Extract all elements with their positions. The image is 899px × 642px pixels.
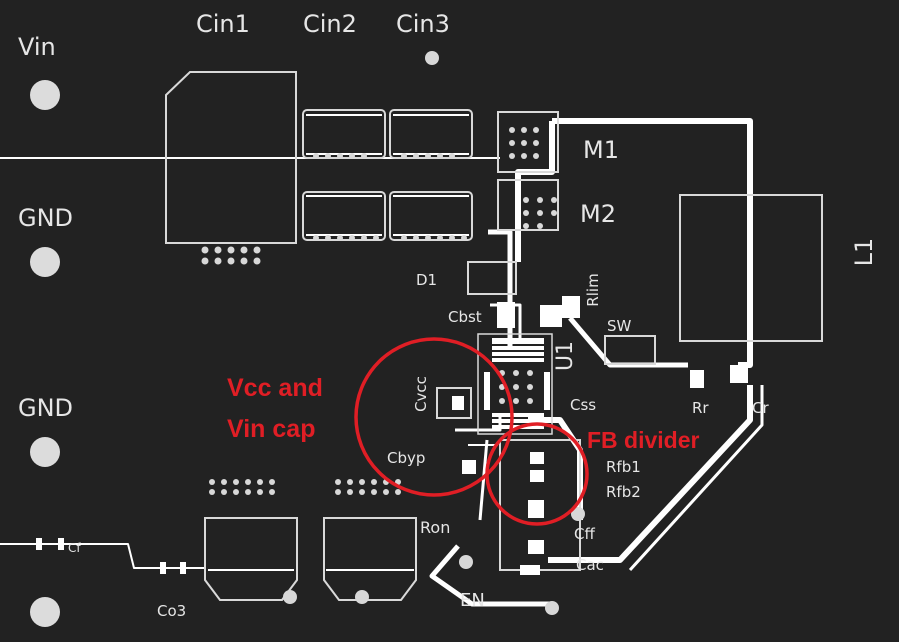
label-u1: U1 bbox=[553, 341, 578, 371]
label-css: Css bbox=[570, 396, 596, 414]
label-rfb2: Rfb2 bbox=[606, 483, 641, 501]
label-cbyp: Cbyp bbox=[387, 449, 425, 467]
en-trace bbox=[429, 544, 552, 607]
vin-test-point[interactable] bbox=[30, 80, 60, 110]
vias bbox=[201, 51, 585, 615]
cvcc-outline bbox=[436, 387, 472, 419]
l1-outline bbox=[679, 194, 823, 342]
test-points bbox=[30, 80, 60, 627]
label-cr: Cr bbox=[752, 399, 769, 417]
vcc-cap-highlight-circle bbox=[354, 337, 514, 497]
fb-divider-highlight-circle bbox=[485, 422, 589, 526]
silkscreen-labels: Vin GND GND Cin1 Cin2 Cin3 M1 M2 L1 D1 C… bbox=[18, 10, 878, 620]
label-cvcc: Cvcc bbox=[412, 376, 430, 412]
label-cin1: Cin1 bbox=[196, 10, 250, 38]
label-cin3: Cin3 bbox=[396, 10, 450, 38]
annotation-vcc-cap-line1: Vcc and bbox=[227, 374, 323, 402]
cin3-outline-bottom bbox=[389, 191, 473, 241]
cap-pads bbox=[170, 114, 469, 571]
label-co3: Co3 bbox=[157, 602, 186, 620]
annotations: Vcc and Vin cap FB divider bbox=[227, 337, 700, 526]
ground-return-trace bbox=[548, 385, 753, 563]
u1-outline bbox=[477, 333, 553, 435]
cin2-outline-top bbox=[302, 109, 386, 159]
label-cin2: Cin2 bbox=[303, 10, 357, 38]
label-rr: Rr bbox=[692, 399, 709, 417]
d1-outline bbox=[467, 261, 517, 295]
m2-outline bbox=[497, 179, 559, 231]
annotation-fb-divider: FB divider bbox=[587, 427, 700, 453]
label-rlim: Rlim bbox=[584, 273, 602, 306]
co2-outline bbox=[323, 517, 417, 601]
m1-outline bbox=[497, 111, 559, 173]
ron-trace bbox=[478, 439, 489, 521]
cin3-outline-top bbox=[389, 109, 473, 159]
label-rfb1: Rfb1 bbox=[606, 458, 641, 476]
label-gnd-top: GND bbox=[18, 204, 73, 232]
gnd-test-point-top[interactable] bbox=[30, 247, 60, 277]
label-d1: D1 bbox=[416, 271, 437, 289]
label-en: EN bbox=[460, 590, 485, 611]
annotation-vcc-cap-line2: Vin cap bbox=[227, 415, 315, 443]
label-vin: Vin bbox=[18, 33, 56, 61]
vout-test-point[interactable] bbox=[30, 597, 60, 627]
cin1-outline bbox=[165, 71, 297, 244]
label-m1: M1 bbox=[583, 136, 619, 164]
label-cff: Cff bbox=[574, 525, 595, 543]
ground-return-trace-2 bbox=[628, 385, 764, 572]
gnd-test-point-bottom[interactable] bbox=[30, 437, 60, 467]
label-gnd-bottom: GND bbox=[18, 394, 73, 422]
component-outlines bbox=[165, 71, 823, 601]
label-cbst: Cbst bbox=[448, 308, 482, 326]
label-ron: Ron bbox=[420, 518, 450, 537]
label-cf: Cf bbox=[68, 541, 81, 555]
label-l1: L1 bbox=[850, 238, 878, 267]
label-sw: SW bbox=[607, 317, 632, 335]
sw-outline bbox=[604, 335, 656, 365]
co1-outline bbox=[204, 517, 298, 601]
smd-pads bbox=[36, 296, 748, 575]
label-m2: M2 bbox=[580, 200, 616, 228]
label-cac: Cac bbox=[576, 556, 604, 574]
cin2-outline-bottom bbox=[302, 191, 386, 241]
